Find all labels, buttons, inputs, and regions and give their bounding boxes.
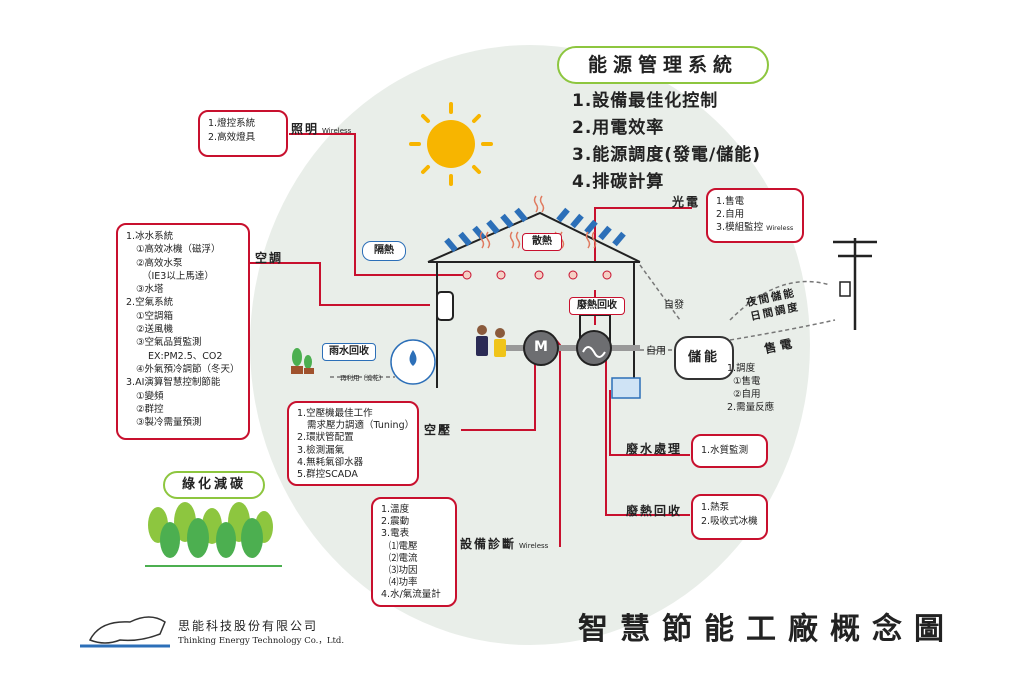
- waste-heat-tag: 廢熱回收: [569, 297, 625, 315]
- company-name-en: Thinking Energy Technology Co.，Ltd.: [178, 636, 345, 646]
- ems-item: 4.排碳計算: [572, 172, 665, 192]
- ems-heading: 能源管理系統: [557, 46, 769, 84]
- pv-label: 光電: [672, 195, 701, 209]
- company-name: 思能科技股份有限公司: [178, 619, 319, 633]
- heat-dissipation-tag: 散熱: [522, 233, 562, 251]
- ems-item: 2.用電效率: [572, 118, 665, 138]
- compressor-box: 1.空壓機最佳工作 需求壓力調適（Tuning） 2.環狀管配置 3.檢測漏氣 …: [287, 401, 419, 486]
- self-use-label: 自用: [646, 346, 666, 357]
- page-title: 智慧節能工廠概念圖: [578, 612, 956, 647]
- aircon-label: 空調: [255, 251, 284, 265]
- tree-group-icon: [145, 502, 282, 567]
- sun-icon: [409, 102, 493, 186]
- wastewater-label: 廢水處理: [626, 442, 683, 456]
- ems-list: 1.設備最佳化控制 2.用電效率 3.能源調度(發電/儲能) 4.排碳計算: [572, 88, 761, 196]
- bear-logo-icon: [80, 616, 170, 648]
- self-gen-label: 自發: [664, 300, 684, 311]
- insulation-tag: 隔熱: [362, 241, 406, 261]
- diagnosis-box: 1.溫度 2.震動 3.電表 ⑴電壓 ⑵電流 ⑶功因 ⑷功率 4.水/氣流量計: [371, 497, 457, 607]
- green-label: 綠化減碳: [163, 471, 265, 499]
- wireless-icon: Wireless: [322, 127, 352, 135]
- wireless-icon: Wireless: [766, 224, 794, 232]
- lighting-item: 1.燈控系統: [208, 118, 256, 129]
- heat-recovery-label: 廢熱回收: [626, 504, 683, 518]
- lighting-box: 1.燈控系統 2.高效燈具: [198, 110, 288, 157]
- rainwater-tag: 雨水回收: [322, 343, 376, 361]
- wastewater-box: 1.水質監測: [691, 434, 768, 468]
- ems-item: 3.能源調度(發電/儲能): [572, 145, 762, 165]
- ems-item: 1.設備最佳化控制: [572, 91, 719, 111]
- storage-node: 儲能: [674, 336, 734, 380]
- aircon-box: 1.冰水系統 ①高效冰機（磁浮） ②高效水泵 （IE3以上馬達） ③水塔 2.空…: [116, 223, 250, 440]
- lighting-item: 2.高效燈具: [208, 131, 256, 143]
- heat-recovery-box: 1.熱泵 2.吸收式冰機: [691, 494, 768, 540]
- motor-icon: M: [534, 339, 548, 355]
- rainwater-sub: 再利用（澆花）: [340, 374, 386, 382]
- storage-list: 1.調度 ①售電 ②自用 2.需量反應: [727, 363, 775, 413]
- compressor-label: 空壓: [424, 423, 453, 437]
- wireless-icon: Wireless: [519, 542, 549, 550]
